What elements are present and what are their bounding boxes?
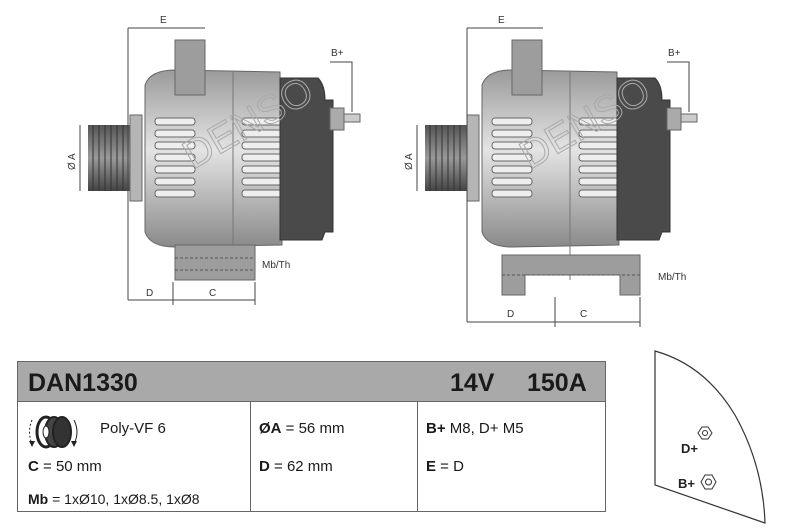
pulley-type: Poly-VF 6 [100, 420, 166, 437]
spec-a-label: ØA [259, 420, 282, 437]
spec-mb: Mb = 1xØ10, 1xØ8.5, 1xØ8 [28, 491, 200, 507]
b-plus-label: B+ [678, 476, 695, 491]
spec-column-1 [18, 401, 251, 511]
spec-terminals-value: M8, D+ M5 [445, 420, 524, 437]
connector-diagram: D+ B+ [654, 350, 766, 524]
dim-e-label: E [160, 15, 167, 26]
spec-terminals-label: B+ [426, 420, 446, 437]
spec-d-label: D [259, 458, 270, 475]
alternator-drawings: DENSO E D C Ø A B+ Mb/Th DENSO [67, 15, 698, 327]
spec-e: E = D [426, 458, 464, 475]
b-plus-terminal-icon [700, 474, 717, 490]
d-plus-terminal-icon [697, 426, 713, 440]
spec-d: D = 62 mm [259, 458, 333, 475]
spec-e-label: E [426, 458, 437, 475]
spec-c-value: = 50 mm [38, 458, 102, 475]
alternator-right-view: DENSO E D C Ø A B+ Mb/Th [404, 15, 698, 327]
spec-header: DAN1330 14V 150A [18, 362, 605, 402]
mount-label: Mb/Th [262, 260, 290, 271]
spec-mb-value: = 1xØ10, 1xØ8.5, 1xØ8 [48, 491, 200, 507]
b-plus-label: B+ [668, 48, 681, 59]
d-plus-label: D+ [681, 441, 698, 456]
spec-c-label: C [28, 458, 39, 475]
spec-c: C = 50 mm [28, 458, 102, 475]
spec-table: DAN1330 14V 150A Poly-VF 6 C = 50 mm Mb … [17, 361, 606, 512]
dim-c-label: C [580, 309, 587, 320]
spec-a-value: = 56 mm [281, 420, 345, 437]
dim-c-label: C [209, 288, 216, 299]
dim-a-label: Ø A [67, 153, 78, 170]
mount-label: Mb/Th [658, 272, 686, 283]
spec-e-value: = D [436, 458, 464, 475]
b-plus-label: B+ [331, 48, 344, 59]
voltage: 14V [450, 369, 495, 397]
model-number: DAN1330 [28, 369, 138, 397]
pulley-icon [29, 415, 78, 449]
alternator-left-view: DENSO E D C Ø A B+ Mb/Th [67, 15, 361, 305]
current-rating: 150A [527, 369, 587, 397]
dim-d-label: D [507, 309, 514, 320]
spec-terminals: B+ M8, D+ M5 [426, 420, 524, 437]
dim-d-label: D [146, 288, 153, 299]
spec-mb-label: Mb [28, 491, 49, 507]
spec-column-2 [250, 401, 418, 511]
dim-a-label: Ø A [404, 153, 415, 170]
spec-d-value: = 62 mm [269, 458, 333, 475]
dim-e-label: E [498, 15, 505, 26]
spec-a: ØA = 56 mm [259, 420, 344, 437]
